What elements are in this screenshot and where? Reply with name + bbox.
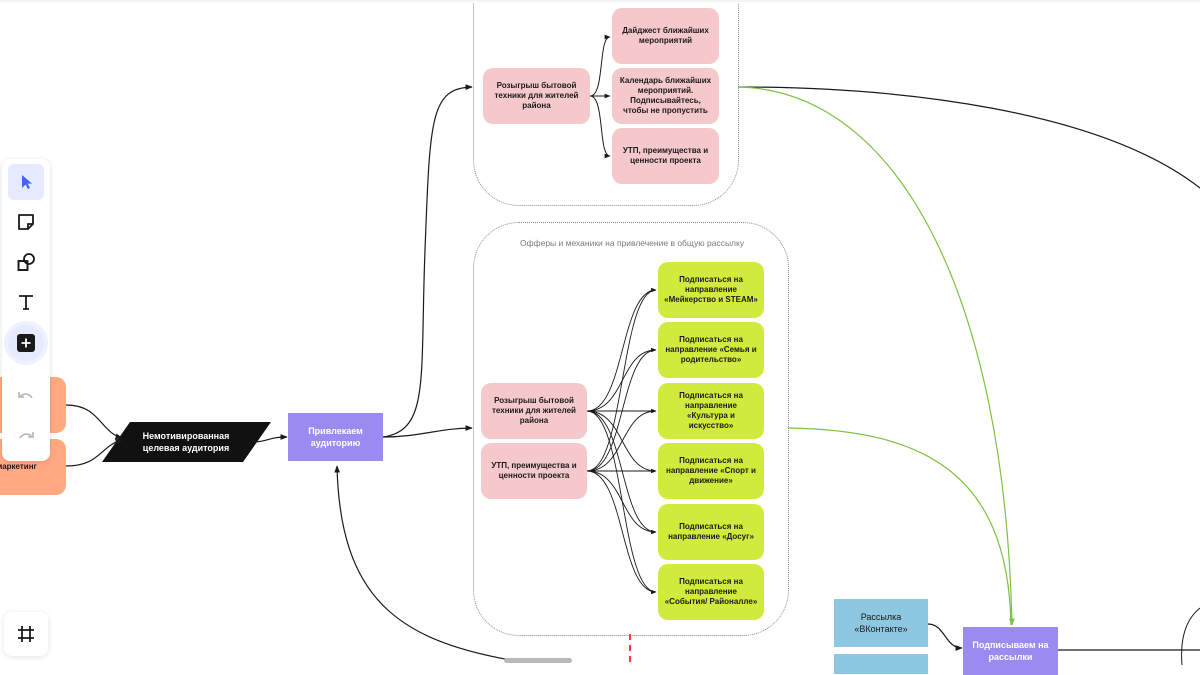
connector-orange-bottom-to-audience[interactable] [65, 438, 123, 467]
green-subscribe-node-1[interactable]: Подписаться на направление «Мейкерство и… [658, 262, 764, 318]
text-tool-button[interactable] [8, 284, 44, 320]
top-offers-frame[interactable] [473, 0, 739, 206]
green-subscribe-node-4[interactable]: Подписаться на направление «Спорт и движ… [658, 443, 764, 499]
green-subscribe-node-2[interactable]: Подписаться на направление «Семья и роди… [658, 322, 764, 378]
select-icon [22, 175, 32, 189]
undo-icon [18, 392, 33, 399]
green-subscribe-node-5[interactable]: Подписаться на направление «Досуг» [658, 504, 764, 560]
green-subscribe-node-6[interactable]: Подписаться на направление «События/ Рай… [658, 564, 764, 620]
connector-right-edge-curve [1181, 607, 1200, 665]
frame-icon [18, 626, 34, 642]
connector-top-frame-to-subscribe[interactable] [737, 86, 1015, 626]
unmotivated-audience-label[interactable]: Немотивированная целевая аудитория [142, 431, 230, 453]
fan-connector[interactable] [586, 410, 657, 535]
shapes-icon [17, 253, 35, 271]
connector-top-raffle-to-digest[interactable] [589, 34, 611, 97]
sticky-note-icon [18, 214, 34, 230]
top-raffle-node[interactable]: Розыгрыш бытовой техники для жителей рай… [483, 68, 590, 124]
left-toolbar [2, 159, 50, 461]
connector-orange-top-to-audience[interactable] [65, 404, 123, 440]
subscribe-mailing-node[interactable]: Подписываем на рассылки [963, 627, 1058, 675]
horizontal-scrollbar[interactable] [504, 658, 572, 663]
connector-audience-to-attract[interactable] [251, 434, 288, 443]
fan-connector[interactable] [586, 470, 657, 595]
fan-connector[interactable] [586, 347, 657, 472]
middle-frame-fan-connectors [586, 287, 657, 595]
top-calendar-node[interactable]: Календарь ближайших мероприятий. Подписы… [612, 68, 719, 124]
fan-connector[interactable] [586, 470, 657, 535]
connector-attract-to-middle-frame[interactable] [382, 425, 473, 438]
shapes-tool-button[interactable] [8, 244, 44, 280]
green-subscribe-node-3[interactable]: Подписаться на направление «Культура и и… [658, 383, 764, 439]
connector-top-frame-to-right[interactable] [737, 86, 1200, 189]
middle-usp-node[interactable]: УТП, преимущества и ценности проекта [481, 443, 587, 499]
vk-mailing-node[interactable]: Рассылка «ВКонтакте» [834, 599, 928, 647]
add-icon [17, 334, 35, 352]
top-digest-node[interactable]: Дайджест ближайших мероприятий [612, 8, 719, 64]
middle-raffle-node[interactable]: Розыгрыш бытовой техники для жителей рай… [481, 383, 587, 439]
undo-button[interactable] [8, 380, 44, 416]
middle-frame-title: Офферы и механики на привлечение в общую… [520, 238, 745, 248]
fan-connector[interactable] [586, 408, 657, 472]
text-icon [19, 295, 33, 310]
connector-vk-to-subscribe[interactable] [927, 623, 963, 651]
fan-connector[interactable] [586, 287, 657, 412]
top-usp-node[interactable]: УТП, преимущества и ценности проекта [612, 128, 719, 184]
unmotivated-audience-shape[interactable] [102, 422, 271, 462]
redo-button[interactable] [8, 420, 44, 456]
add-tool-button[interactable] [8, 325, 44, 361]
connector-attract-to-top-frame[interactable] [382, 84, 473, 438]
middle-offers-frame[interactable] [473, 222, 789, 636]
sticky-note-tool-button[interactable] [8, 204, 44, 240]
select-tool-button[interactable] [8, 164, 44, 200]
frame-tool-button[interactable] [4, 612, 48, 656]
attract-audience-node[interactable]: Привлекаем аудиторию [288, 413, 383, 461]
redo-icon [19, 432, 34, 439]
connector-top-raffle-to-usp[interactable] [589, 95, 611, 159]
top-bar-edge [0, 0, 1200, 3]
fan-connector[interactable] [586, 287, 657, 472]
blue-node-partial[interactable] [834, 654, 928, 674]
connector-bottom-to-attract[interactable] [334, 465, 511, 661]
connector-middle-frame-to-subscribe[interactable] [787, 427, 1012, 626]
